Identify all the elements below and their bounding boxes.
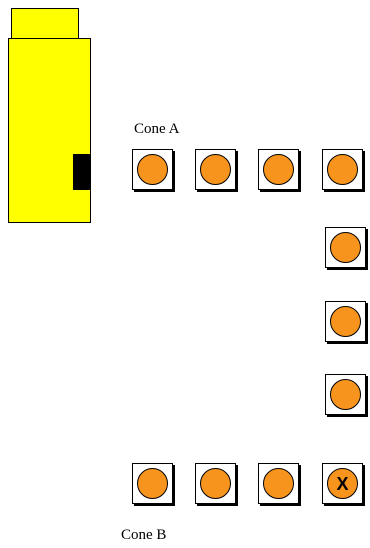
cone-icon <box>263 468 294 499</box>
cone-r2 <box>325 301 366 342</box>
cone-b4-target: X <box>322 463 363 504</box>
cone-b-label: Cone B <box>121 527 167 543</box>
cone-icon <box>137 154 168 185</box>
cone-a2 <box>195 149 236 190</box>
cone-icon <box>200 468 231 499</box>
cone-a1 <box>132 149 173 190</box>
cone-r1 <box>325 227 366 268</box>
cone-r3 <box>325 374 366 415</box>
cone-icon <box>137 468 168 499</box>
cone-a-label: Cone A <box>134 121 180 137</box>
device-cap <box>11 8 79 39</box>
cone-a4 <box>322 149 363 190</box>
cone-icon <box>263 154 294 185</box>
cone-icon <box>200 154 231 185</box>
cone-icon <box>330 306 361 337</box>
cone-b1 <box>132 463 173 504</box>
cone-icon <box>330 379 361 410</box>
device-body <box>8 38 91 223</box>
cone-icon <box>327 154 358 185</box>
cone-mark: X <box>336 473 349 494</box>
cone-x-icon: X <box>327 468 358 499</box>
cone-b3 <box>258 463 299 504</box>
device-port-icon <box>73 154 91 190</box>
cone-b2 <box>195 463 236 504</box>
cone-icon <box>330 232 361 263</box>
cone-a3 <box>258 149 299 190</box>
